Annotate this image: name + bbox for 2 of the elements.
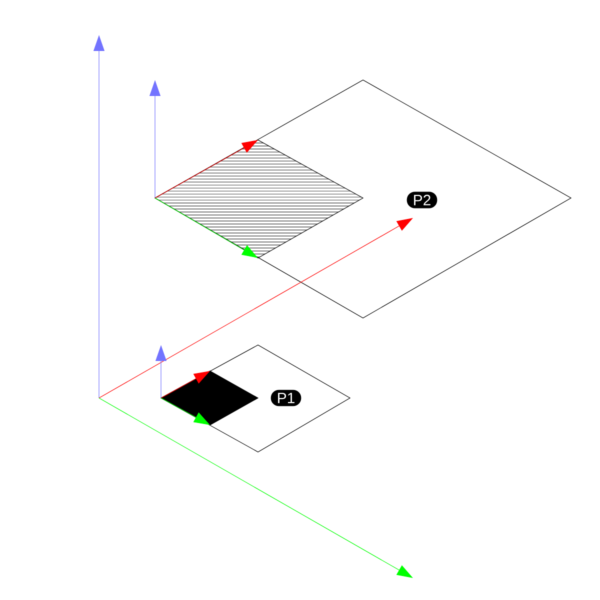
point-label: P1: [270, 390, 302, 406]
point-label: P2: [406, 192, 438, 208]
